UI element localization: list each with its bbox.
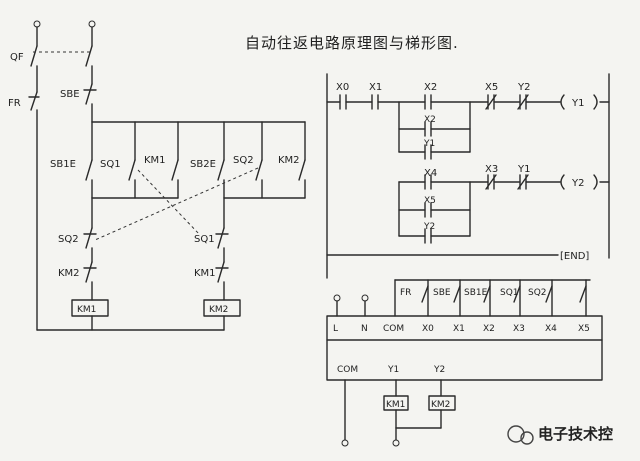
plc-in-sq1: SQ1 bbox=[500, 288, 519, 298]
watermark-logo-icon bbox=[507, 425, 525, 443]
terminal-left bbox=[33, 20, 41, 28]
plc-term-com: COM bbox=[383, 324, 404, 334]
plc-in-fr: FR bbox=[400, 288, 411, 298]
ladder-diagram: X0 X1 X2 X5 Y2 Y1 X2 Y1 bbox=[326, 73, 610, 279]
ladder-x0-label: X0 bbox=[336, 82, 349, 93]
terminal-right bbox=[88, 20, 96, 28]
km1-coil bbox=[71, 299, 109, 317]
plc-term-x2: X2 bbox=[483, 324, 495, 334]
km1-nc-label: KM1 bbox=[194, 268, 216, 279]
watermark: 电子技术控 bbox=[507, 425, 613, 445]
km2-coil-label: KM2 bbox=[209, 305, 228, 315]
relay-circuit: QF FR SBE SB1E SQ1 KM1 SB2E S bbox=[8, 20, 306, 331]
fr-label: FR bbox=[8, 98, 21, 109]
plc-km2-coil-label: KM2 bbox=[431, 400, 450, 410]
output-supply-terminal bbox=[341, 439, 349, 447]
plc-module bbox=[326, 315, 603, 381]
supply-l-terminal bbox=[333, 294, 341, 302]
ladder-y1-hold-label: Y1 bbox=[423, 139, 435, 149]
plc-term-x4: X4 bbox=[545, 324, 557, 334]
plc-term-x0: X0 bbox=[422, 324, 434, 334]
plc-in-sbe: SBE bbox=[433, 288, 451, 298]
watermark-text: 电子技术控 bbox=[538, 425, 613, 443]
ladder-y2-hold-label: Y2 bbox=[423, 222, 435, 232]
coil-return-terminal bbox=[392, 439, 400, 447]
supply-n-terminal bbox=[361, 294, 369, 302]
sq2-nc-label: SQ2 bbox=[58, 234, 79, 245]
plc-out-y1: Y1 bbox=[387, 365, 399, 375]
ladder-y1-coil-label: Y1 bbox=[571, 98, 584, 109]
sq1-nc-label: SQ1 bbox=[194, 234, 215, 245]
plc-term-l: L bbox=[333, 324, 338, 334]
ladder-x2-label: X2 bbox=[424, 82, 437, 93]
sbe-label: SBE bbox=[60, 89, 80, 100]
plc-term-x5: X5 bbox=[578, 324, 590, 334]
km1-coil-label: KM1 bbox=[77, 305, 96, 315]
qf-label: QF bbox=[10, 52, 24, 63]
km2-coil bbox=[203, 299, 241, 317]
plc-out-y2: Y2 bbox=[433, 365, 445, 375]
ladder-y2-nc-label: Y2 bbox=[517, 82, 530, 93]
ladder-x3-label: X3 bbox=[485, 164, 498, 175]
km2-aux-label: KM2 bbox=[278, 155, 300, 166]
plc-wiring: FR SBE SB1E SQ1 SQ2 L N COM X0 X1 X2 X3 … bbox=[326, 279, 603, 447]
plc-in-sb1e: SB1E bbox=[464, 288, 488, 298]
km2-nc-label: KM2 bbox=[58, 268, 80, 279]
ladder-x5-parallel-label: X5 bbox=[424, 196, 436, 206]
ladder-y2-coil-label: Y2 bbox=[571, 178, 584, 189]
plc-term-n: N bbox=[361, 324, 368, 334]
sq1-label: SQ1 bbox=[100, 159, 121, 170]
ladder-x5-label: X5 bbox=[485, 82, 498, 93]
plc-out-com: COM bbox=[337, 365, 358, 375]
plc-term-x1: X1 bbox=[453, 324, 465, 334]
plc-km1-coil-label: KM1 bbox=[386, 400, 405, 410]
ladder-x1-label: X1 bbox=[369, 82, 382, 93]
plc-in-sq2: SQ2 bbox=[528, 288, 547, 298]
diagram-title: 自动往返电路原理图与梯形图. bbox=[245, 34, 459, 52]
km1-aux-label: KM1 bbox=[144, 155, 166, 166]
ladder-y1-nc-label: Y1 bbox=[517, 164, 530, 175]
plc-term-x3: X3 bbox=[513, 324, 525, 334]
sb2e-label: SB2E bbox=[190, 159, 216, 170]
ladder-x2-parallel-label: X2 bbox=[424, 115, 436, 125]
plc-km2-coil bbox=[428, 395, 456, 411]
ladder-end-label: [END] bbox=[560, 251, 589, 262]
sb1e-label: SB1E bbox=[50, 159, 76, 170]
ladder-x4-label: X4 bbox=[424, 168, 437, 179]
sq2-label: SQ2 bbox=[233, 155, 254, 166]
